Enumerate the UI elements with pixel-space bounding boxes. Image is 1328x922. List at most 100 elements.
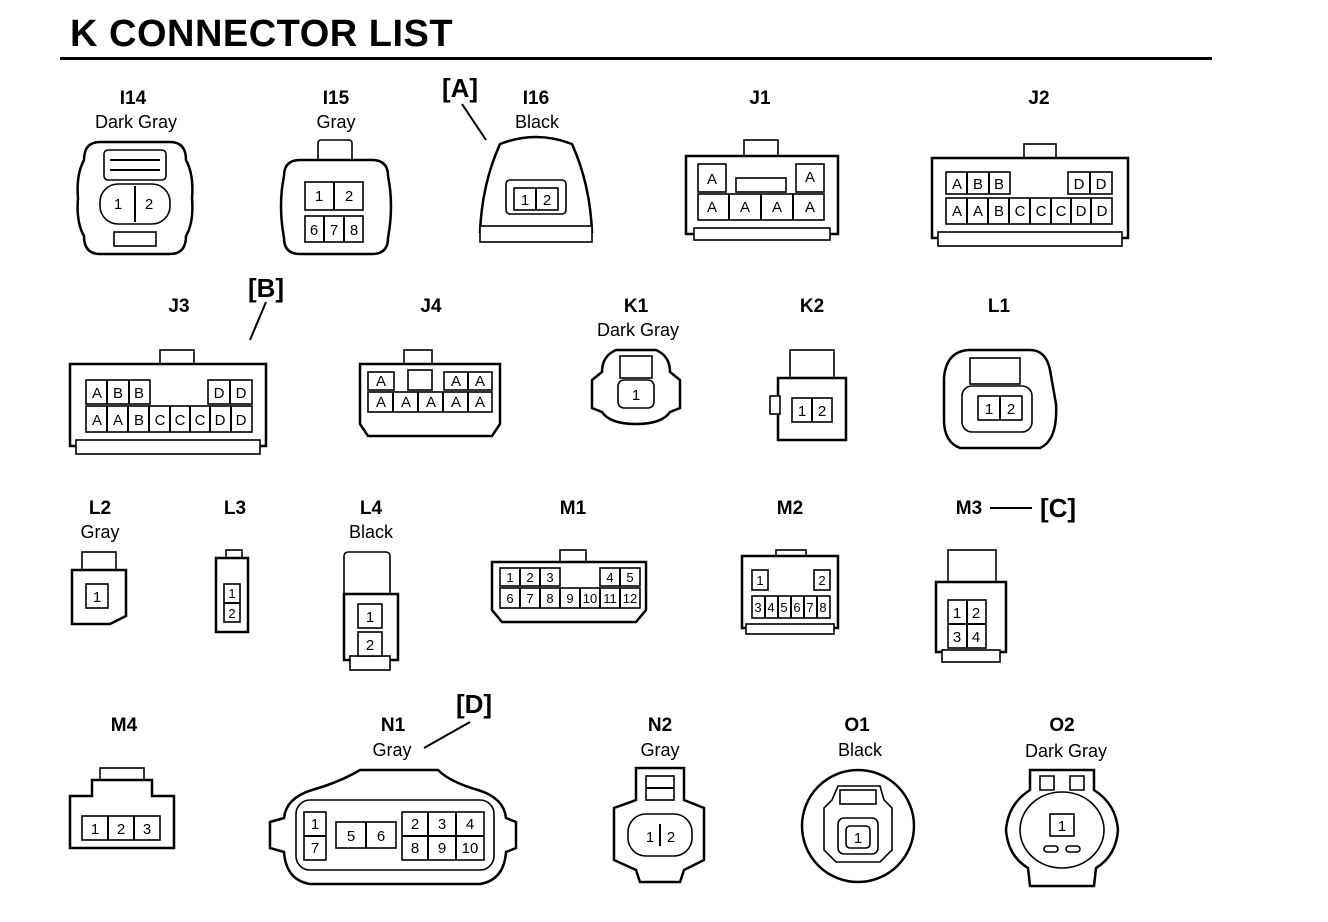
pin-label: A [805,199,815,216]
connector-color: Dark Gray [95,112,177,132]
connector-color: Black [838,740,883,760]
connector-o1: O1 Black 1 [800,715,916,884]
pin-label: 2 [543,192,551,209]
pin-label: D [1096,176,1107,193]
connector-id: I14 [120,88,147,109]
pin-label: 7 [330,222,338,239]
pin-label: B [113,385,123,402]
pin-label: C [155,412,166,429]
connector-j3: J3 [B] A B B D D A A B C C C D D [68,273,284,455]
pin-label: 4 [606,570,613,585]
pin-label: 2 [145,196,153,213]
pin-label: B [973,176,983,193]
pin-label: D [236,412,247,429]
pin-label: C [1015,203,1026,220]
connector-id: N2 [648,715,672,736]
pin-label: 8 [350,222,358,239]
pin-label: C [1036,203,1047,220]
pin-label: D [1076,203,1087,220]
pin-label: 7 [311,840,319,857]
pin-label: 8 [819,600,826,615]
pin-label: D [1097,203,1108,220]
connector-id: O2 [1049,715,1074,736]
pin-label: 1 [756,573,763,588]
pin-label: A [113,412,123,429]
title-divider [60,57,1212,60]
pin-label: 2 [818,573,825,588]
pin-label: D [215,412,226,429]
pin-label: 6 [793,600,800,615]
pin-label: 1 [521,192,529,209]
connector-k2: K2 1 2 [769,296,848,442]
connector-m4: M4 1 2 3 [68,715,176,850]
pin-label: A [92,412,102,429]
connector-id: L2 [89,498,111,519]
connector-n2: N2 Gray 1 2 [612,715,706,884]
pin-label: A [475,394,485,411]
pin-label: 4 [972,629,980,646]
connector-id: M3 [956,498,982,519]
pin-label: 8 [411,840,419,857]
pin-label: 6 [310,222,318,239]
pin-label: 1 [646,829,654,846]
pin-label: 1 [228,586,235,601]
connector-m1: M1 1 2 3 4 5 6 7 8 9 10 11 12 [490,498,648,624]
pin-label: 1 [632,387,640,404]
connector-id: N1 [381,715,406,736]
pin-label: 1 [91,821,99,838]
pin-label: A [475,373,485,390]
connector-j4: J4 A A A A A A A A [358,296,502,438]
connector-l2: L2 Gray 1 [70,498,128,626]
connector-id: J1 [749,88,771,109]
pin-label: C [195,412,206,429]
pin-label: 3 [546,570,553,585]
pin-label: 4 [466,816,474,833]
pin-label: 1 [315,188,323,205]
pin-label: 2 [411,816,419,833]
pin-label: 3 [953,629,961,646]
pin-label: 3 [143,821,151,838]
connector-i16: [A] I16 Black 1 2 [442,73,594,243]
pin-label: 2 [228,606,235,621]
pin-label: A [973,203,983,220]
connector-id: J2 [1028,88,1049,109]
connector-j1: J1 A A A A A A [684,88,840,241]
pin-label: 2 [972,605,980,622]
pin-label: A [451,394,461,411]
connector-j2: J2 A B B D D A A B C C C D D [930,88,1130,247]
pin-label: A [707,199,717,216]
connector-id: L4 [360,498,383,519]
pin-label: A [772,199,782,216]
connector-color: Gray [372,740,411,760]
connector-id: K2 [800,296,824,317]
pin-label: 6 [377,828,385,845]
pin-label: 10 [583,591,597,606]
pin-label: A [952,203,962,220]
connector-m3: M3 [C] 1 2 3 4 [934,493,1076,663]
pin-label: 8 [546,591,553,606]
pin-label: 1 [366,609,374,626]
pin-label: A [952,176,962,193]
connector-id: L3 [224,498,246,519]
connector-id: I16 [523,88,549,109]
connector-l3: L3 1 2 [214,498,250,634]
pin-label: B [994,176,1004,193]
pin-label: B [994,203,1004,220]
pin-label: 11 [603,591,617,606]
pin-label: 3 [438,816,446,833]
pin-label: 2 [818,403,826,420]
pin-label: A [92,385,102,402]
connector-n1: N1 Gray [D] 1 7 5 6 2 3 4 8 9 10 [268,689,518,886]
connector-k1: K1 Dark Gray 1 [590,296,682,426]
connector-color: Dark Gray [597,320,679,340]
pin-label: A [376,373,386,390]
connector-id: L1 [988,296,1011,317]
connector-id: M4 [111,715,138,736]
pin-label: B [134,385,144,402]
pin-label: 9 [438,840,446,857]
pin-label: D [236,385,247,402]
connector-i14: I14 Dark Gray 1 2 [76,88,194,256]
connector-id: M2 [777,498,803,519]
pin-label: 2 [345,188,353,205]
connector-i15: I15 Gray 1 2 6 7 8 [279,88,393,256]
